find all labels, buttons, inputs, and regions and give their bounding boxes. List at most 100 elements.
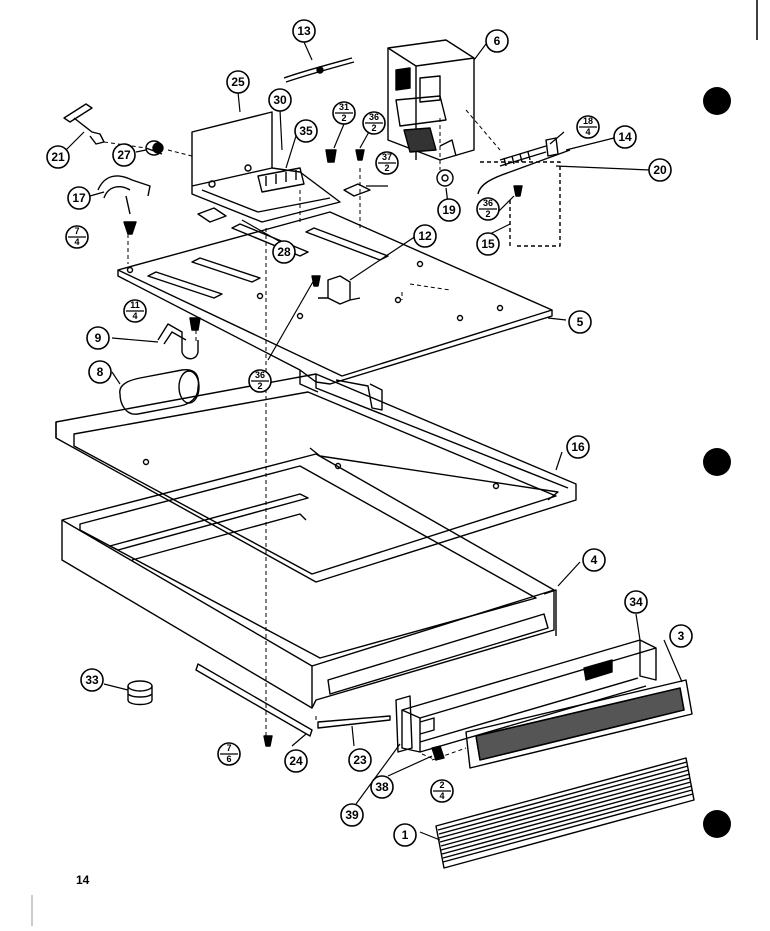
svg-text:4: 4 (439, 791, 444, 801)
part-7-screw (263, 735, 273, 747)
svg-text:37: 37 (382, 152, 392, 162)
part-4-drain-pan (61, 453, 557, 709)
svg-text:6: 6 (226, 754, 231, 764)
callout-33: 33 (80, 668, 104, 692)
svg-text:4: 4 (74, 237, 79, 247)
page-number: 14 (76, 873, 90, 887)
part-9-capacitor-strap (157, 323, 199, 360)
part-3-filter (465, 679, 693, 769)
svg-text:18: 18 (583, 116, 593, 126)
callout-16: 16 (566, 435, 590, 459)
callout-7-4: 7 4 (65, 225, 89, 249)
svg-text:2: 2 (257, 381, 262, 391)
svg-text:20: 20 (653, 163, 667, 177)
svg-text:2: 2 (439, 780, 444, 790)
bullet-mark-bottom (703, 810, 731, 838)
callout-17: 17 (67, 186, 91, 210)
svg-text:2: 2 (384, 163, 389, 173)
part-23-strip (317, 715, 391, 729)
callout-15: 15 (476, 232, 500, 256)
part-38-screw (431, 745, 445, 761)
callout-5: 5 (568, 310, 592, 334)
callout-38: 38 (370, 775, 394, 799)
part-8-capacitor (119, 369, 200, 415)
part-15-hardware (480, 161, 561, 247)
svg-text:28: 28 (277, 245, 291, 259)
callout-36-2-center: 36 2 (248, 369, 272, 393)
callout-8: 8 (88, 360, 112, 384)
fraction-callout-group: 31 2 36 2 37 2 18 4 36 2 (65, 101, 600, 803)
part-21-wire-clip (63, 103, 105, 145)
svg-text:9: 9 (95, 331, 102, 345)
part-19-nut (436, 169, 454, 187)
callout-24: 24 (284, 749, 308, 773)
callout-9: 9 (86, 326, 110, 350)
callout-27: 27 (112, 143, 136, 167)
screw-hardware (189, 149, 523, 331)
callout-1: 1 (393, 823, 417, 847)
callout-group: 13 6 25 30 35 21 27 17 (46, 19, 693, 847)
svg-text:27: 27 (117, 148, 131, 162)
svg-text:2: 2 (341, 113, 346, 123)
svg-text:30: 30 (273, 93, 287, 107)
part-33-sealant-jar (127, 680, 153, 706)
part-12-clamp (318, 275, 361, 305)
svg-text:36: 36 (369, 112, 379, 122)
part-16-panel-frame (55, 373, 577, 583)
callout-18-4: 18 4 (576, 115, 600, 139)
svg-text:25: 25 (231, 75, 245, 89)
svg-text:36: 36 (255, 370, 265, 380)
svg-text:13: 13 (297, 24, 311, 38)
part-34-front-frame (401, 639, 657, 753)
svg-text:14: 14 (618, 130, 632, 144)
callout-7-6: 7 6 (217, 742, 241, 766)
callout-36-2-right: 36 2 (476, 197, 500, 221)
svg-text:35: 35 (299, 124, 313, 138)
svg-text:24: 24 (289, 754, 303, 768)
part-17-wire-harness (97, 175, 151, 235)
callout-30: 30 (268, 88, 292, 112)
callout-20: 20 (648, 158, 672, 182)
callout-19: 19 (437, 198, 461, 222)
svg-text:7: 7 (226, 743, 231, 753)
callout-4: 4 (582, 548, 606, 572)
svg-text:4: 4 (132, 311, 137, 321)
callout-37-2: 37 2 (375, 151, 399, 175)
svg-text:15: 15 (481, 237, 495, 251)
svg-text:2: 2 (485, 209, 490, 219)
part-13-wire-lead (283, 57, 355, 83)
callout-14: 14 (613, 125, 637, 149)
callout-11-4: 11 4 (123, 299, 147, 323)
bullet-mark-top (703, 87, 731, 115)
svg-text:4: 4 (591, 553, 598, 567)
svg-text:5: 5 (577, 315, 584, 329)
svg-text:19: 19 (442, 203, 456, 217)
svg-text:7: 7 (74, 226, 79, 236)
callout-36-2-top: 36 2 (362, 111, 386, 135)
leader-lines (63, 41, 683, 841)
svg-text:16: 16 (571, 440, 585, 454)
part-39-bracket (395, 695, 413, 753)
svg-text:34: 34 (629, 595, 643, 609)
part-35-terminal-block (257, 167, 305, 193)
callout-31-2: 31 2 (332, 101, 356, 125)
svg-text:12: 12 (418, 229, 432, 243)
part-6-control-box (387, 39, 475, 161)
part-28-clip (197, 183, 371, 223)
svg-text:2: 2 (371, 123, 376, 133)
part-25-mounting-bracket (191, 111, 341, 223)
svg-text:3: 3 (678, 629, 685, 643)
svg-text:31: 31 (339, 102, 349, 112)
callout-34: 34 (624, 590, 648, 614)
callout-23: 23 (348, 748, 372, 772)
svg-text:21: 21 (51, 150, 65, 164)
callout-28: 28 (272, 240, 296, 264)
callout-2-4: 2 4 (430, 779, 454, 803)
svg-text:39: 39 (345, 808, 359, 822)
callout-12: 12 (413, 224, 437, 248)
callout-13: 13 (292, 19, 316, 43)
part-24-rod (195, 663, 313, 737)
part-1-grille (435, 757, 695, 869)
svg-text:36: 36 (483, 198, 493, 208)
